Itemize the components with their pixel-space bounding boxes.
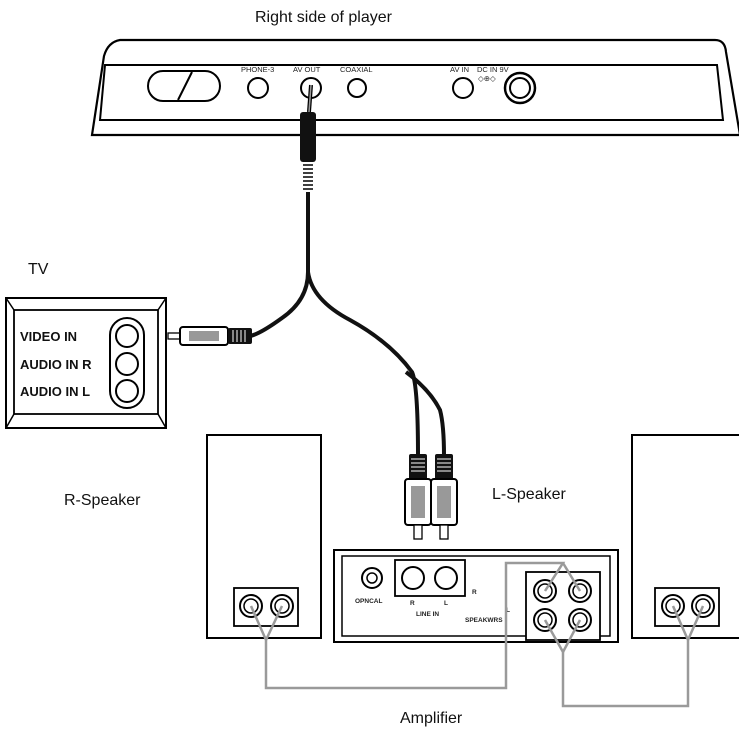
line-in-r-label: R: [410, 600, 415, 607]
player-caption: Right side of player: [255, 9, 393, 26]
av-cable: [249, 84, 446, 457]
line-in-l-label: L: [444, 600, 448, 607]
r-speaker-caption: R-Speaker: [64, 492, 141, 509]
line-in-label: LINE IN: [416, 611, 439, 618]
tv-audio-r-jack: [115, 352, 139, 376]
av-plug: [300, 112, 316, 162]
phone-label: PHONE-3: [241, 65, 274, 74]
tv-panel: VIDEO IN AUDIO IN R AUDIO IN L: [5, 297, 167, 429]
tv-caption: TV: [28, 261, 49, 278]
tv-audio-r-label: AUDIO IN R: [20, 357, 92, 372]
speaker-r-label: R: [472, 589, 477, 596]
line-in-l-jack: [434, 566, 458, 590]
amplifier-caption: Amplifier: [400, 710, 463, 727]
optical-label: OPNCAL: [355, 598, 382, 605]
av-out-label: AV OUT: [293, 65, 321, 74]
audio-plug-r: [404, 454, 432, 540]
l-speaker-caption: L-Speaker: [492, 486, 566, 503]
audio-plug-l: [430, 454, 458, 540]
phone-port: [247, 77, 269, 99]
tv-audio-l-label: AUDIO IN L: [20, 384, 90, 399]
video-plug: [167, 326, 252, 346]
tv-audio-l-jack: [115, 379, 139, 403]
av-in-label: AV IN: [450, 65, 469, 74]
l-speaker: [631, 434, 739, 639]
dc-in-label: DC IN 9V: [477, 65, 509, 74]
tv-video-jack: [115, 324, 139, 348]
speaker-wires: [249, 561, 705, 708]
tv-video-label: VIDEO IN: [20, 329, 77, 344]
line-in-r-jack: [401, 566, 425, 590]
r-speaker: [206, 434, 322, 639]
amplifier-unit: OPNCAL R L LINE IN R L SPEAKWRS: [333, 549, 619, 643]
speaker-l-label: L: [506, 607, 510, 614]
speakers-label: SPEAKWRS: [465, 617, 503, 624]
polarity-symbol: ◇⊕◇: [478, 74, 497, 83]
coaxial-port: [347, 78, 367, 98]
av-in-port: [452, 77, 474, 99]
coaxial-label: COAXIAL: [340, 65, 373, 74]
player-unit: PHONE-3 AV OUT COAXIAL AV IN DC IN 9V ◇⊕…: [90, 38, 739, 137]
optical-port: [361, 567, 383, 589]
